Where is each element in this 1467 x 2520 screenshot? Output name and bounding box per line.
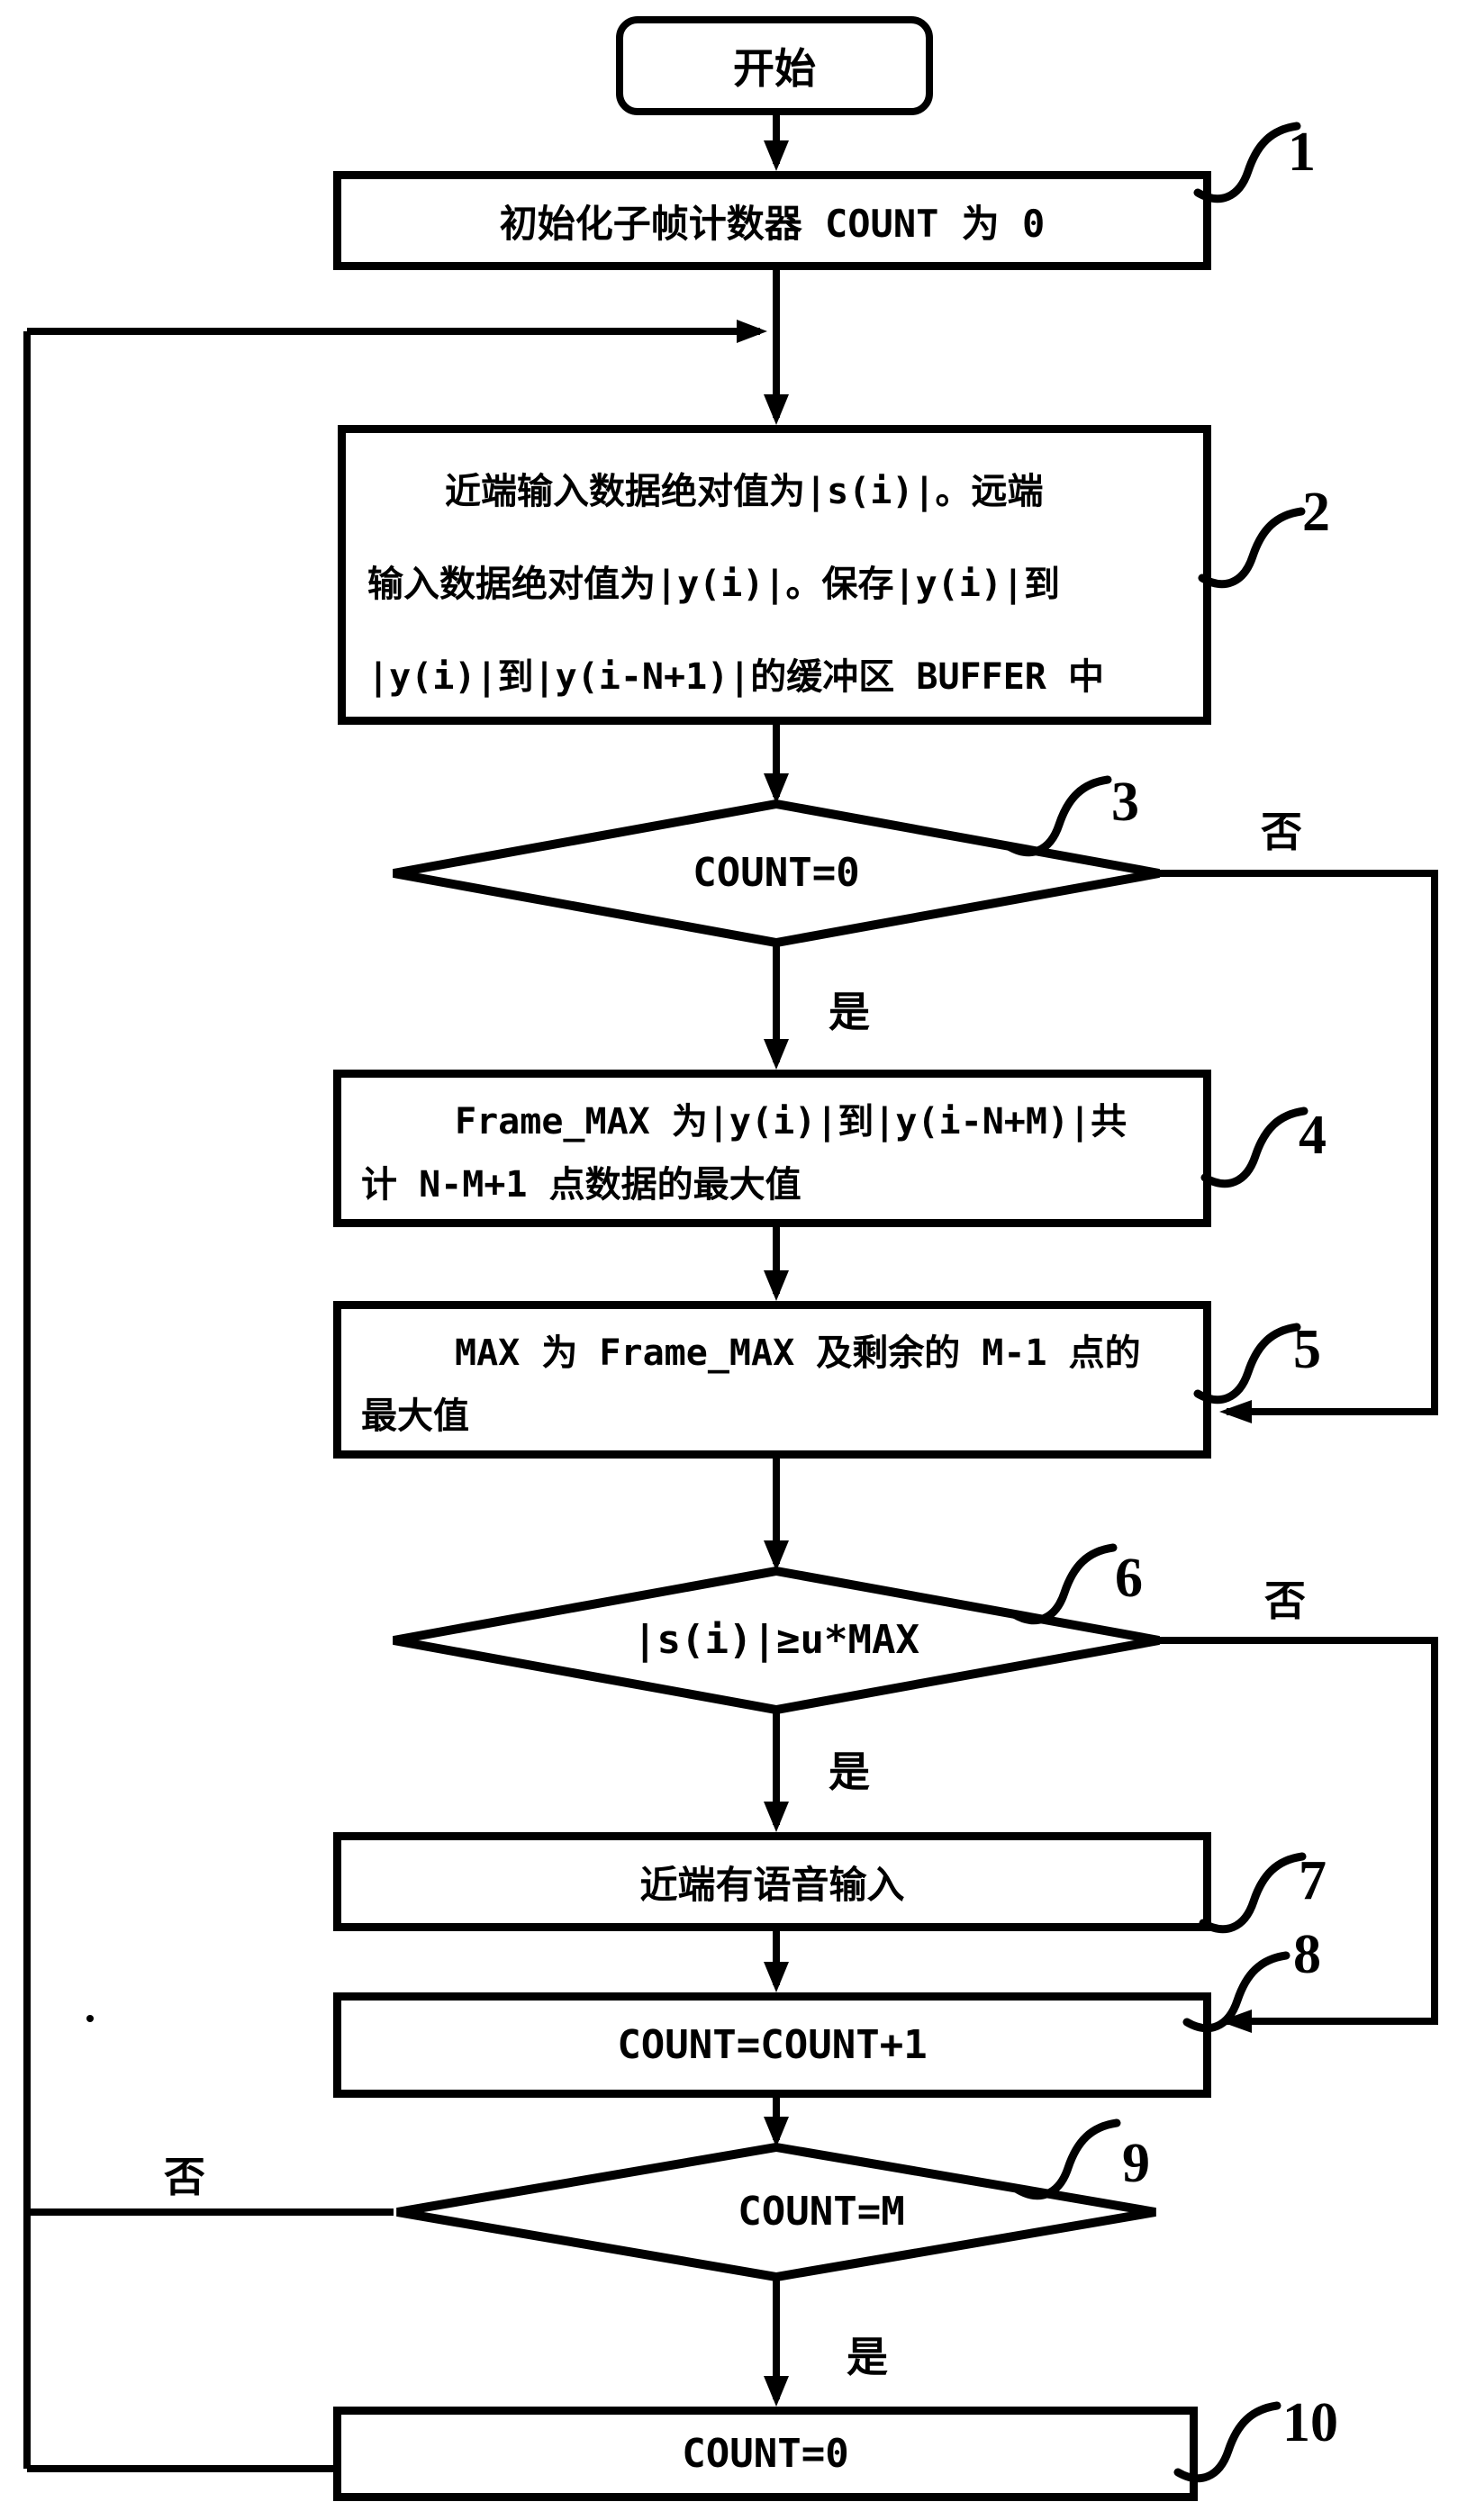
leader-squiggle-3 bbox=[1009, 780, 1108, 853]
yes-label-decision-6: 是 bbox=[829, 1748, 870, 1795]
ref-label-5: 5 bbox=[1293, 1319, 1321, 1380]
ref-label-3: 3 bbox=[1111, 772, 1139, 833]
arrowhead-into-box-7 bbox=[764, 1802, 789, 1832]
arrowhead-into-box-5 bbox=[764, 1270, 789, 1301]
process-box-2-line-1: 近端输入数据绝对值为|s(i)|。远端 bbox=[445, 471, 1044, 512]
yes-label-decision-9: 是 bbox=[847, 2334, 888, 2380]
arrowhead-into-box-8 bbox=[764, 1962, 789, 1992]
process-box-1-text: 初始化子帧计数器 COUNT 为 0 bbox=[499, 201, 1046, 246]
decision-6-text: |s(i)|≥u*MAX bbox=[633, 1617, 919, 1663]
arrowhead-into-box-1 bbox=[764, 140, 789, 171]
process-box-4-line-2: 计 N-M+1 点数据的最大值 bbox=[361, 1164, 801, 1206]
no-label-decision-3: 否 bbox=[1261, 808, 1302, 855]
no-label-decision-9: 否 bbox=[164, 2154, 205, 2200]
process-box-2-line-2: 输入数据绝对值为|y(i)|。保存|y(i)|到 bbox=[367, 564, 1060, 605]
arrowhead-into-box-10 bbox=[764, 2376, 789, 2407]
arrowhead-into-diamond-9 bbox=[764, 2117, 789, 2147]
ref-label-4: 4 bbox=[1299, 1105, 1327, 1166]
process-box-2-line-3: |y(i)|到|y(i-N+1)|的缓冲区 BUFFER 中 bbox=[367, 656, 1104, 698]
arrowhead-into-diamond-3 bbox=[764, 773, 789, 804]
no-label-decision-6: 否 bbox=[1264, 1577, 1306, 1624]
decision-3-text: COUNT=0 bbox=[693, 850, 860, 896]
process-box-4-frame-max: Frame_MAX 为|y(i)|到|y(i-N+M)|共 计 N-M+1 点数… bbox=[333, 1070, 1211, 1227]
ref-label-2: 2 bbox=[1302, 482, 1330, 543]
arrowhead-into-box-4 bbox=[764, 1039, 789, 1070]
ref-label-7: 7 bbox=[1299, 1850, 1327, 1911]
arrowhead-into-box-2 bbox=[764, 394, 789, 425]
process-box-5-line-1: MAX 为 Frame_MAX 及剩余的 M-1 点的 bbox=[455, 1332, 1141, 1374]
ref-label-1: 1 bbox=[1288, 122, 1316, 183]
process-box-5-textblock: MAX 为 Frame_MAX 及剩余的 M-1 点的 最大值 bbox=[341, 1309, 1203, 1448]
yes-label-decision-3: 是 bbox=[829, 989, 870, 1035]
process-box-1-init-counter: 初始化子帧计数器 COUNT 为 0 bbox=[333, 171, 1211, 270]
process-box-10-text: COUNT=0 bbox=[682, 2431, 849, 2477]
leader-squiggle-1 bbox=[1198, 126, 1297, 199]
arrowhead-return-junction bbox=[737, 320, 767, 343]
process-box-2-read-inputs: 近端输入数据绝对值为|s(i)|。远端 输入数据绝对值为|y(i)|。保存|y(… bbox=[338, 425, 1211, 725]
process-box-8-increment-counter: COUNT=COUNT+1 bbox=[333, 1992, 1211, 2098]
process-box-10-reset-counter: COUNT=0 bbox=[333, 2407, 1198, 2501]
leader-squiggle-4 bbox=[1205, 1111, 1304, 1184]
ref-label-8: 8 bbox=[1293, 1924, 1321, 1985]
process-box-2-textblock: 近端输入数据绝对值为|s(i)|。远端 输入数据绝对值为|y(i)|。保存|y(… bbox=[346, 433, 1203, 724]
process-box-4-line-1: Frame_MAX 为|y(i)|到|y(i-N+M)|共 bbox=[455, 1101, 1127, 1143]
process-box-5-line-2: 最大值 bbox=[361, 1395, 469, 1437]
start-label: 开始 bbox=[733, 44, 816, 93]
arrowhead-into-diamond-6 bbox=[764, 1540, 789, 1571]
leader-squiggle-6 bbox=[1014, 1548, 1113, 1621]
leader-squiggle-9 bbox=[1018, 2123, 1117, 2196]
leader-squiggle-5 bbox=[1198, 1327, 1297, 1400]
process-box-4-textblock: Frame_MAX 为|y(i)|到|y(i-N+M)|共 计 N-M+1 点数… bbox=[341, 1078, 1203, 1216]
ref-label-9: 9 bbox=[1122, 2133, 1150, 2194]
decision-9-text: COUNT=M bbox=[738, 2189, 905, 2235]
process-box-5-max: MAX 为 Frame_MAX 及剩余的 M-1 点的 最大值 bbox=[333, 1301, 1211, 1459]
leader-squiggle-2 bbox=[1202, 511, 1301, 584]
arrowhead-into-box-5-right bbox=[1219, 1400, 1252, 1423]
ref-label-10: 10 bbox=[1282, 2392, 1338, 2453]
process-box-8-text: COUNT=COUNT+1 bbox=[617, 2022, 928, 2068]
start-terminator: 开始 bbox=[616, 16, 933, 115]
process-box-7-text: 近端有语音输入 bbox=[639, 1862, 905, 1907]
ref-label-6: 6 bbox=[1115, 1548, 1143, 1609]
process-box-7-near-end-speech: 近端有语音输入 bbox=[333, 1832, 1211, 1931]
scan-speck bbox=[86, 2015, 94, 2022]
leader-squiggle-7 bbox=[1203, 1856, 1302, 1929]
arrowhead-into-box-8-right bbox=[1219, 2010, 1252, 2033]
